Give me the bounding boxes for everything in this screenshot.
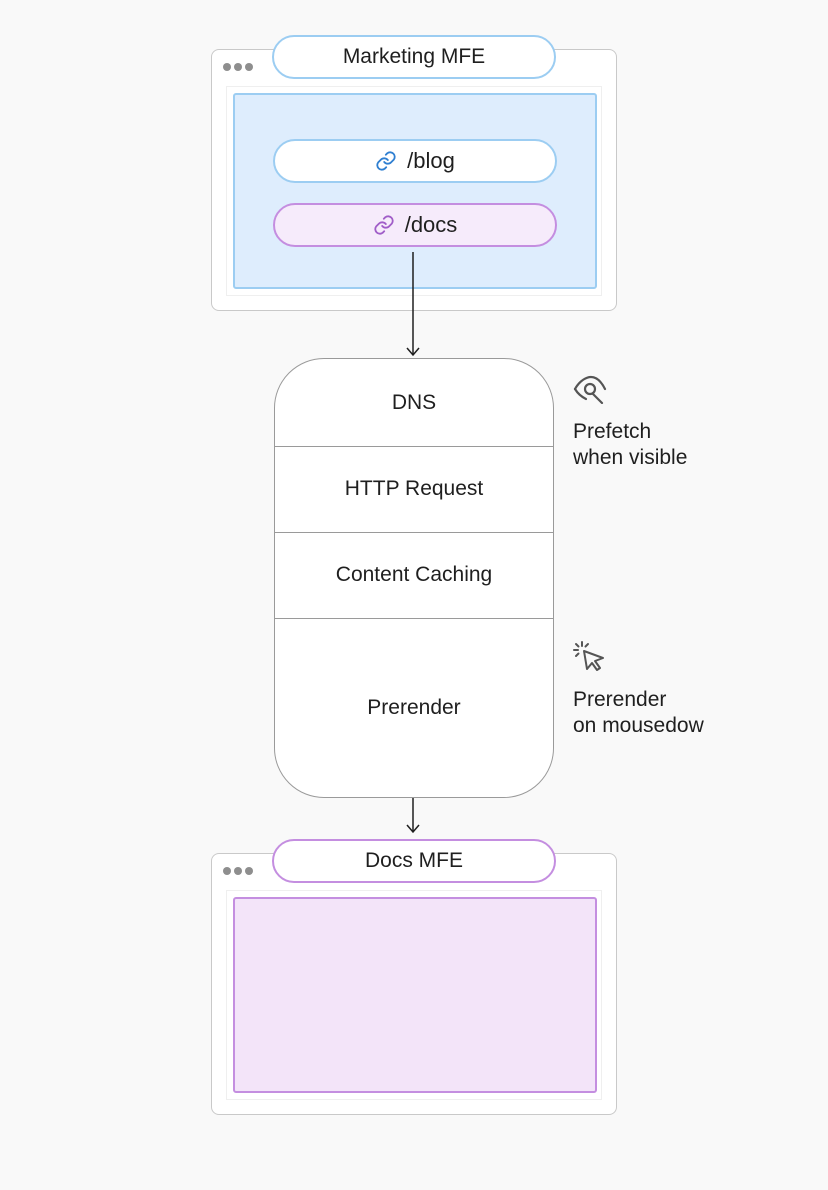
window-dot	[223, 867, 231, 875]
window-dot	[245, 63, 253, 71]
window-dot	[245, 867, 253, 875]
blog-link[interactable]: /blog	[273, 139, 557, 183]
marketing-mfe-window: Marketing MFE /blog /docs	[211, 35, 617, 311]
docs-link-label: /docs	[404, 212, 458, 237]
window-controls	[223, 867, 253, 875]
window-dot	[234, 63, 242, 71]
marketing-content-area: /blog /docs	[233, 93, 597, 289]
docs-mfe-window: Docs MFE	[211, 839, 617, 1115]
eye-icon	[573, 374, 687, 411]
prerender-title: Prerender	[573, 688, 667, 711]
loading-pipeline: DNS HTTP Request Content Caching Prerend…	[274, 358, 554, 798]
stage-prerender: Prerender	[367, 696, 461, 719]
marketing-mfe-title: Marketing MFE	[272, 35, 556, 79]
stage-content-caching: Content Caching	[275, 532, 553, 619]
link-icon	[375, 150, 397, 172]
grid-background	[226, 86, 602, 296]
stage-dns: DNS	[275, 359, 553, 447]
cursor-click-icon	[573, 640, 704, 679]
prefetch-detail: when visible	[573, 446, 688, 469]
blog-link-label: /blog	[407, 148, 455, 173]
window-dot	[234, 867, 242, 875]
link-icon	[373, 214, 395, 236]
window-dot	[223, 63, 231, 71]
docs-content-area	[233, 897, 597, 1093]
docs-link[interactable]: /docs	[273, 203, 557, 247]
prefetch-annotation: Prefetch when visible	[573, 374, 687, 471]
prefetch-title: Prefetch	[573, 420, 652, 443]
docs-mfe-title: Docs MFE	[272, 839, 556, 883]
grid-background	[226, 890, 602, 1100]
stage-http-request: HTTP Request	[275, 446, 553, 533]
prerender-annotation: Prerender on mousedow	[573, 640, 704, 739]
window-controls	[223, 63, 253, 71]
prerender-detail: on mousedow	[573, 714, 704, 737]
